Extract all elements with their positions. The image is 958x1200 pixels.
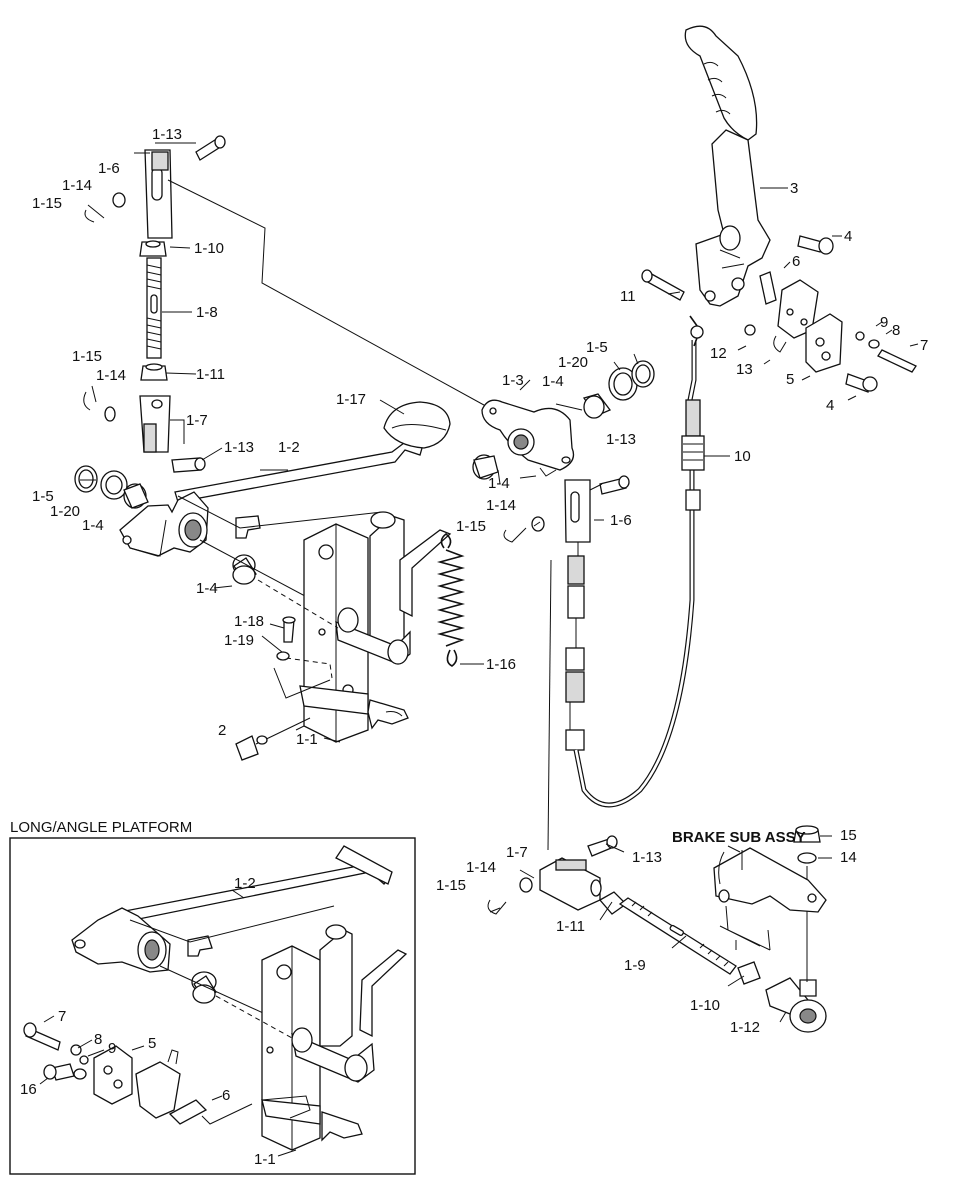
inset-pedal-pad <box>335 845 393 885</box>
callout: 1-4 <box>196 580 218 597</box>
callout: 1-15 <box>32 195 62 212</box>
callout: 9 <box>880 314 888 331</box>
callout: 1-11 <box>196 366 225 383</box>
cable-fitting <box>567 555 585 585</box>
callout: 1-8 <box>196 304 218 321</box>
callout: 8 <box>94 1031 102 1048</box>
callout: 1-11 <box>556 918 585 935</box>
callout: 1-16 <box>486 656 516 673</box>
inset-limit-switch <box>135 1061 181 1119</box>
callout: 1-1 <box>296 731 318 748</box>
callout: 1-5 <box>586 339 608 356</box>
callout: 15 <box>840 827 857 844</box>
callout: 7 <box>920 337 928 354</box>
callout: 1-14 <box>62 177 92 194</box>
callout: 13 <box>736 361 753 378</box>
callout: 1-19 <box>224 632 254 649</box>
callout: 1-14 <box>466 859 496 876</box>
washer-1-19 <box>276 651 290 661</box>
callout: 10 <box>734 448 751 465</box>
inset-switch-bracket <box>93 1045 133 1105</box>
callout: 16 <box>20 1081 37 1098</box>
callout: 9 <box>108 1040 116 1057</box>
callout: 1-14 <box>96 367 126 384</box>
assembly-guide-line <box>167 179 494 411</box>
callout: 1-20 <box>558 354 588 371</box>
lower-linkage <box>487 825 832 1033</box>
callout: 1-6 <box>610 512 632 529</box>
threaded-rod-1-9 <box>618 897 737 975</box>
callout: 5 <box>148 1035 156 1052</box>
callout: 1-6 <box>98 160 120 177</box>
callout: 1-4 <box>542 373 564 390</box>
callout: 1-2 <box>278 439 300 456</box>
return-spring <box>436 532 466 667</box>
bushing-1-4-c <box>583 395 605 419</box>
callout: 2 <box>218 722 226 739</box>
callout: 3 <box>790 180 798 197</box>
callout: 1-13 <box>632 849 662 866</box>
pedal-assembly <box>74 399 484 761</box>
washer-icon <box>112 192 126 208</box>
callout: 1-4 <box>82 517 104 534</box>
pedal-arm <box>174 439 423 503</box>
callout: 1-13 <box>606 431 636 448</box>
callout: 1-15 <box>456 518 486 535</box>
hand-brake-lever <box>641 25 919 401</box>
callout: 6 <box>792 253 800 270</box>
center-clevis-assembly <box>503 475 630 851</box>
callout: 5 <box>786 371 794 388</box>
callout: 8 <box>892 322 900 339</box>
callout: 1-5 <box>32 488 54 505</box>
inset-title: LONG/ANGLE PLATFORM <box>10 819 192 836</box>
upper-clevis-assembly <box>83 135 226 473</box>
callout: 1-15 <box>436 877 466 894</box>
callout: 1-7 <box>506 844 528 861</box>
callout: 1-1 <box>254 1151 276 1168</box>
pivot-bracket-assembly <box>472 353 655 485</box>
lever-body <box>695 129 771 307</box>
callout: 1-10 <box>194 240 224 257</box>
brake-sub-assembly <box>713 847 827 951</box>
callout: 1-12 <box>730 1019 760 1036</box>
callout: 1-17 <box>336 391 366 408</box>
callout: 1-4 <box>488 475 510 492</box>
callout: 1-13 <box>224 439 254 456</box>
callout-labels: 1-13 1-6 1-14 1-15 1-10 1-8 1-15 1-14 1-… <box>10 126 928 1168</box>
callout: 1-18 <box>234 613 264 630</box>
switch-plate <box>759 271 777 305</box>
callout: 1-7 <box>186 412 208 429</box>
callout: 1-10 <box>690 997 720 1014</box>
inset-long-angle-platform <box>23 845 408 1157</box>
callout: 4 <box>826 397 834 414</box>
callout: 1-15 <box>72 348 102 365</box>
callout: 1-3 <box>502 372 524 389</box>
callout: 1-2 <box>234 875 256 892</box>
sub-assembly-title: BRAKE SUB ASSY <box>672 829 806 846</box>
bolt-2 <box>235 735 259 761</box>
callout: 1-13 <box>152 126 182 143</box>
callout: 1-20 <box>50 503 80 520</box>
callout: 11 <box>620 288 636 305</box>
callout: 12 <box>710 345 727 362</box>
callout: 14 <box>840 849 857 866</box>
callout: 6 <box>222 1087 230 1104</box>
cotter-pin-icon <box>84 204 105 223</box>
washer-14 <box>797 852 817 864</box>
callout: 1-9 <box>624 957 646 974</box>
inset-frame <box>9 837 416 1175</box>
callout: 1-14 <box>486 497 516 514</box>
callout: 7 <box>58 1008 66 1025</box>
lever-grip <box>684 25 758 141</box>
callout: 4 <box>844 228 852 245</box>
